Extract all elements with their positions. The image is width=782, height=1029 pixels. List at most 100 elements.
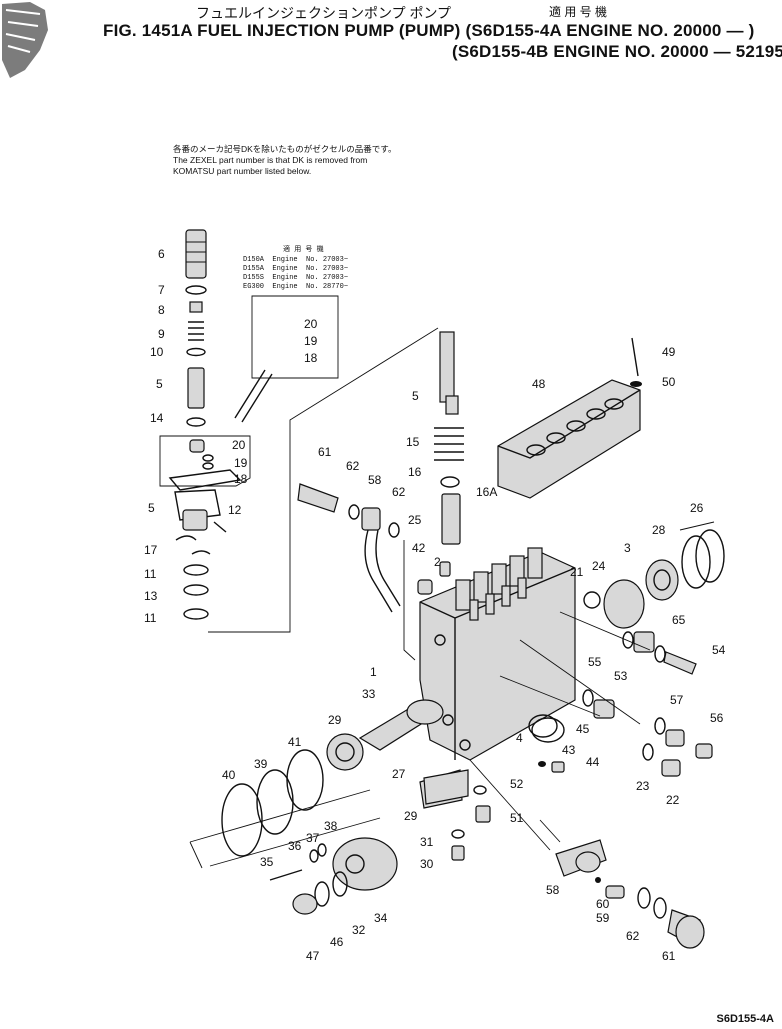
callout-number: 47 xyxy=(306,949,320,963)
callout-number: 25 xyxy=(408,513,422,527)
callout-number: 56 xyxy=(710,711,724,725)
inset-heading: 適 用 号 機 xyxy=(283,246,324,254)
applicable-label: 適 用 号 機 xyxy=(549,5,608,19)
callout-number: 30 xyxy=(420,857,434,871)
callout-number: 20 xyxy=(232,438,246,452)
leader-lines xyxy=(208,327,439,661)
callout-number: 44 xyxy=(586,755,600,769)
callout-number: 33 xyxy=(362,687,376,701)
callout-number: 61 xyxy=(662,949,676,963)
callout-number: 49 xyxy=(662,345,676,359)
callout-number: 9 xyxy=(158,327,165,341)
callout-number: 15 xyxy=(406,435,420,449)
callout-number: 5 xyxy=(156,377,163,391)
scan-artifact xyxy=(2,2,48,78)
callout-number: 28 xyxy=(652,523,666,537)
callout-number: 62 xyxy=(626,929,640,943)
note-line-2: KOMATSU part number listed below. xyxy=(173,166,312,176)
callout-number: 38 xyxy=(324,819,338,833)
callout-number: 19 xyxy=(234,456,248,470)
inset-row: D155S Engine No. 27003~ xyxy=(243,274,349,282)
callout-number: 39 xyxy=(254,757,268,771)
inset-row: EG300 Engine No. 28770~ xyxy=(243,283,349,291)
inset-row: D155A Engine No. 27003~ xyxy=(243,265,349,273)
footer-code: S6D155-4A xyxy=(716,1013,774,1025)
callout-number: 18 xyxy=(304,351,318,365)
callout-number: 40 xyxy=(222,768,236,782)
end-housing xyxy=(209,817,398,915)
callout-number: 21 xyxy=(570,565,584,579)
callout-number: 8 xyxy=(158,303,165,317)
callout-number: 24 xyxy=(592,559,606,573)
callout-number: 29 xyxy=(328,713,342,727)
callout-number: 43 xyxy=(562,743,576,757)
callout-number: 62 xyxy=(392,485,406,499)
callout-number: 18 xyxy=(234,472,248,486)
callout-number: 59 xyxy=(596,911,610,925)
jp-title: フュエルインジェクションポンプ ポンプ xyxy=(196,5,452,21)
callout-number: 27 xyxy=(392,767,406,781)
injector-stack xyxy=(159,229,339,620)
callout-number: 50 xyxy=(662,375,676,389)
callout-number: 58 xyxy=(546,883,560,897)
right-parts xyxy=(499,521,725,777)
callout-number: 45 xyxy=(576,722,590,736)
note-line-1: The ZEXEL part number is that DK is remo… xyxy=(173,155,368,165)
callout-number: 13 xyxy=(144,589,158,603)
callout-number: 42 xyxy=(412,541,426,555)
callout-number: 31 xyxy=(420,835,434,849)
bottom-cap xyxy=(423,714,558,861)
callout-number: 23 xyxy=(636,779,650,793)
callout-number: 11 xyxy=(144,567,157,581)
callout-number: 3 xyxy=(624,541,631,555)
callout-number: 11 xyxy=(144,611,157,625)
callout-number: 58 xyxy=(368,473,382,487)
callout-number: 46 xyxy=(330,935,344,949)
callout-number: 48 xyxy=(532,377,546,391)
callout-number: 29 xyxy=(404,809,418,823)
callout-number: 4 xyxy=(516,731,523,745)
callout-number: 65 xyxy=(672,613,686,627)
callout-number: 35 xyxy=(260,855,274,869)
callout-number: 5 xyxy=(148,501,155,515)
callout-number: 26 xyxy=(690,501,704,515)
fuel-line xyxy=(297,483,401,613)
inset-row: D150A Engine No. 27003~ xyxy=(243,256,349,264)
callout-number: 62 xyxy=(346,459,360,473)
top-cover xyxy=(497,337,642,499)
callout-number: 53 xyxy=(614,669,628,683)
callout-number: 61 xyxy=(318,445,332,459)
callout-number: 55 xyxy=(588,655,602,669)
callout-number: 19 xyxy=(304,334,318,348)
callout-number: 16A xyxy=(476,485,497,499)
figure-title: FIG. 1451A FUEL INJECTION PUMP (PUMP) (S… xyxy=(103,21,755,40)
callout-number: 17 xyxy=(144,543,158,557)
callout-number: 51 xyxy=(510,811,524,825)
figure-subtitle: (S6D155-4B ENGINE NO. 20000 — 52195) xyxy=(452,42,782,61)
callout-number: 14 xyxy=(150,411,164,425)
callout-number: 10 xyxy=(150,345,164,359)
callout-number: 1 xyxy=(370,665,377,679)
callout-number: 37 xyxy=(306,831,320,845)
callout-number: 22 xyxy=(666,793,680,807)
callout-number: 2 xyxy=(434,555,441,569)
note-jp: 各番のメーカ記号DKを除いたものがゼクセルの品番です。 xyxy=(173,144,397,154)
callout-number: 5 xyxy=(412,389,419,403)
callout-number: 57 xyxy=(670,693,684,707)
callout-number: 7 xyxy=(158,283,165,297)
callout-number: 20 xyxy=(304,317,318,331)
callout-number: 6 xyxy=(158,247,165,261)
plunger-parts xyxy=(434,331,464,545)
callout-number: 12 xyxy=(228,503,242,517)
bottom-fitting xyxy=(469,759,705,949)
callout-number: 36 xyxy=(288,839,302,853)
callout-number: 34 xyxy=(374,911,388,925)
callout-number: 41 xyxy=(288,735,302,749)
callout-number: 52 xyxy=(510,777,524,791)
callout-number: 16 xyxy=(408,465,422,479)
callout-number: 32 xyxy=(352,923,366,937)
callout-number: 60 xyxy=(596,897,610,911)
callout-number: 54 xyxy=(712,643,726,657)
